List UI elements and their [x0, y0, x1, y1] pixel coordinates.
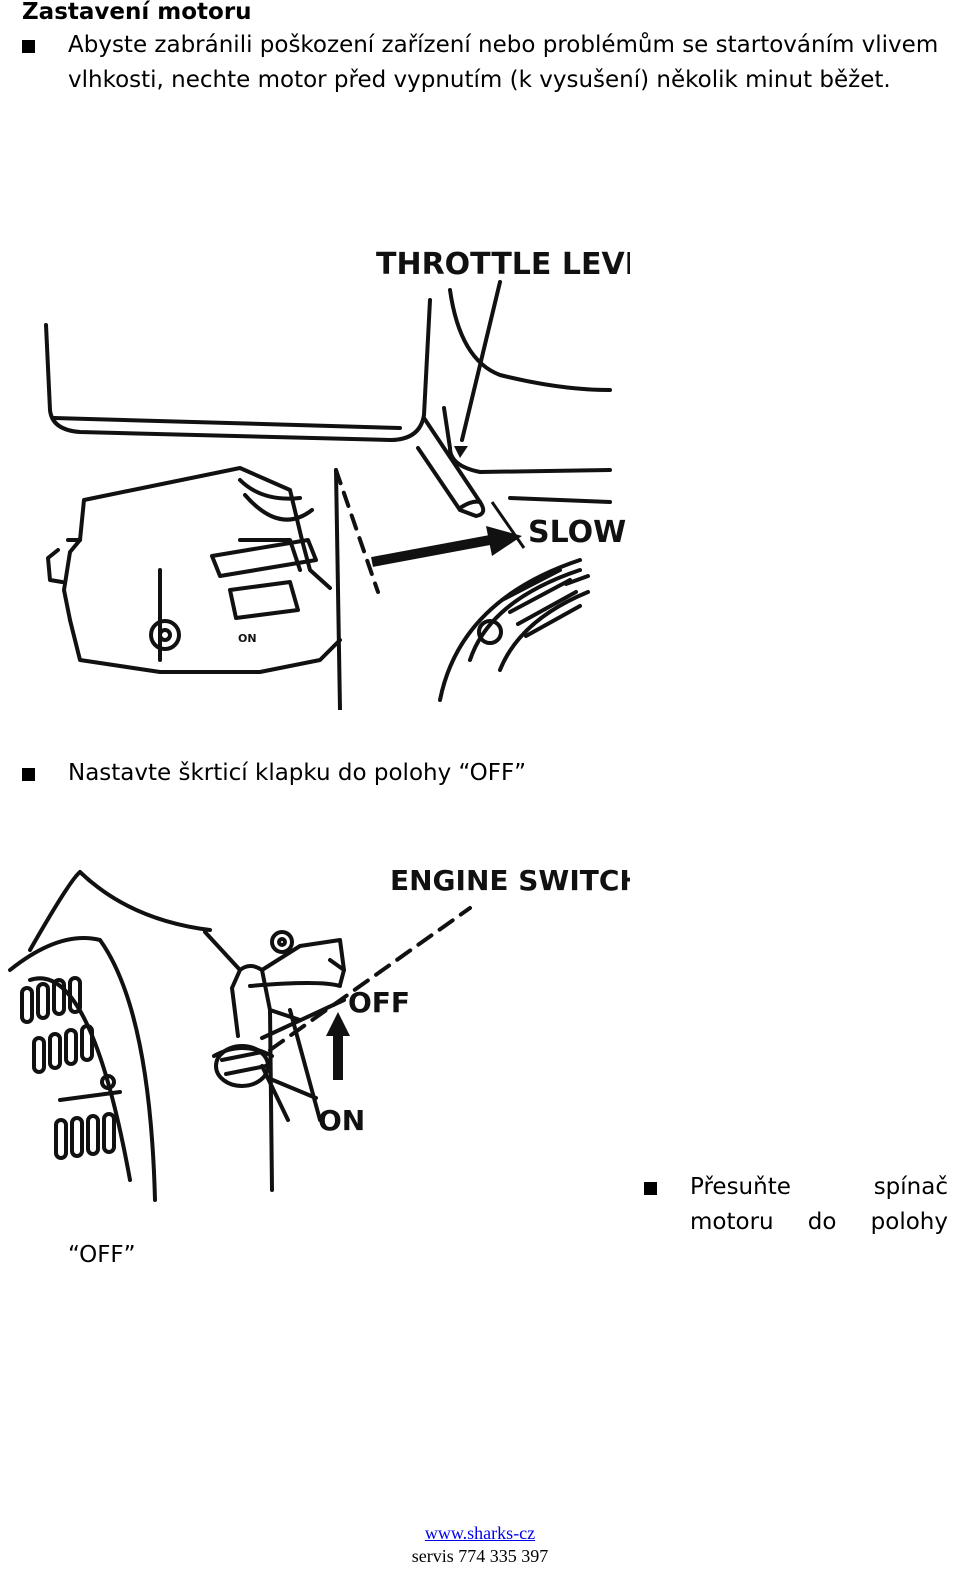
step-3-line-2: motoru do polohy	[690, 1205, 948, 1240]
throttle-lever-label: THROTTLE LEVER	[376, 247, 630, 282]
footer-phone: servis 774 335 397	[411, 1546, 549, 1566]
off-label: OFF	[348, 986, 410, 1019]
footer-link-row: www.sharks-cz	[0, 1522, 960, 1544]
bullet-marker	[22, 768, 35, 781]
bullet-marker	[644, 1182, 657, 1195]
step-2-text: Nastavte škrticí klapku do polohy “OFF”	[68, 760, 527, 786]
engine-switch-figure: ENGINE SWITCH OFF ON	[0, 860, 630, 1220]
step-3-word: spínač	[873, 1174, 948, 1200]
throttle-on-marking: ON	[238, 632, 257, 645]
step-3-word: do	[807, 1209, 837, 1235]
on-label: ON	[318, 1104, 365, 1137]
step-3-line-1: Přesuňte spínač	[690, 1170, 948, 1205]
throttle-lever-figure: ON THROTTLE LEVER SLOW	[40, 240, 630, 710]
step-3-tail: “OFF”	[68, 1242, 136, 1268]
slow-label: SLOW	[528, 515, 626, 550]
step-3-word: motoru	[690, 1209, 774, 1235]
step-3-word: Přesuňte	[690, 1174, 791, 1200]
step-1-text: Abyste zabránili poškození zařízení nebo…	[68, 32, 939, 93]
page-title: Zastavení motoru	[22, 0, 252, 25]
step-3-word: polohy	[870, 1209, 948, 1235]
engine-switch-label: ENGINE SWITCH	[390, 864, 630, 897]
website-link[interactable]: www.sharks-cz	[424, 1523, 536, 1543]
bullet-marker	[22, 40, 35, 53]
